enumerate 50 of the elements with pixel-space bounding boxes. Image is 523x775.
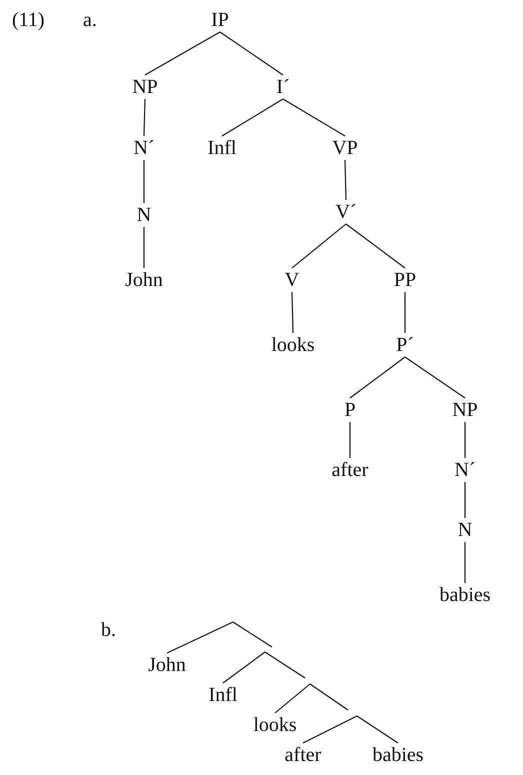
tree-branch-line (144, 32, 220, 76)
tree-node-label: N´ (133, 136, 155, 160)
tree-node-label: babies (439, 583, 491, 607)
tree-branch-line (143, 227, 145, 268)
tree-branch-line (274, 684, 310, 714)
tree-branch-line (291, 292, 294, 334)
tree-branch-line (292, 224, 346, 268)
tree-node-label: babies (372, 743, 424, 767)
tree-branch-line (404, 356, 466, 398)
tree-node-label: IP (211, 8, 229, 32)
tree-branch-line (356, 716, 398, 744)
tree-branch-line (344, 160, 347, 200)
tree-node-label: N (136, 203, 152, 227)
tree-node-label: I´ (276, 75, 290, 99)
tree-branch-line (464, 482, 466, 518)
tree-branch-line (302, 716, 358, 744)
tree-branch-line (220, 32, 284, 76)
tree-node-label: NP (452, 398, 478, 422)
tree-branch-line (282, 98, 346, 136)
tree-node-label: N´ (454, 458, 476, 482)
example-number: (11) (12, 9, 45, 31)
tree-node-label: P´ (396, 333, 414, 357)
tree-branch-line (464, 542, 466, 583)
tree-node-label: Infl (208, 136, 236, 160)
tree-node-label: looks (271, 333, 315, 357)
tree-node-label: Infl (208, 683, 238, 707)
tree-node-label: NP (132, 75, 158, 99)
tree-branch-line (404, 292, 406, 333)
tree-branch-line (166, 622, 234, 654)
example-number: a. (83, 9, 97, 31)
tree-node-label: P (344, 398, 356, 422)
tree-node-label: John (125, 268, 163, 292)
tree-node-label: VP (332, 136, 358, 160)
tree-branch-line (143, 98, 146, 136)
tree-branch-line (346, 224, 406, 268)
tree-branch-line (143, 160, 145, 203)
tree-node-label: after (332, 458, 368, 482)
tree-branch-line (349, 422, 351, 458)
tree-branch-line (222, 652, 266, 684)
tree-node-label: V´ (335, 200, 357, 224)
tree-node-label: N (458, 518, 472, 542)
tree-branch-line (464, 422, 466, 458)
tree-node-label: looks (253, 713, 297, 737)
tree-node-label: V (284, 268, 300, 292)
tree-node-label: John (148, 653, 186, 677)
tree-node-label: after (284, 743, 322, 767)
example-number: b. (101, 619, 116, 641)
tree-branch-line (222, 98, 284, 136)
tree-node-label: PP (394, 268, 416, 292)
tree-branch-line (350, 356, 406, 398)
